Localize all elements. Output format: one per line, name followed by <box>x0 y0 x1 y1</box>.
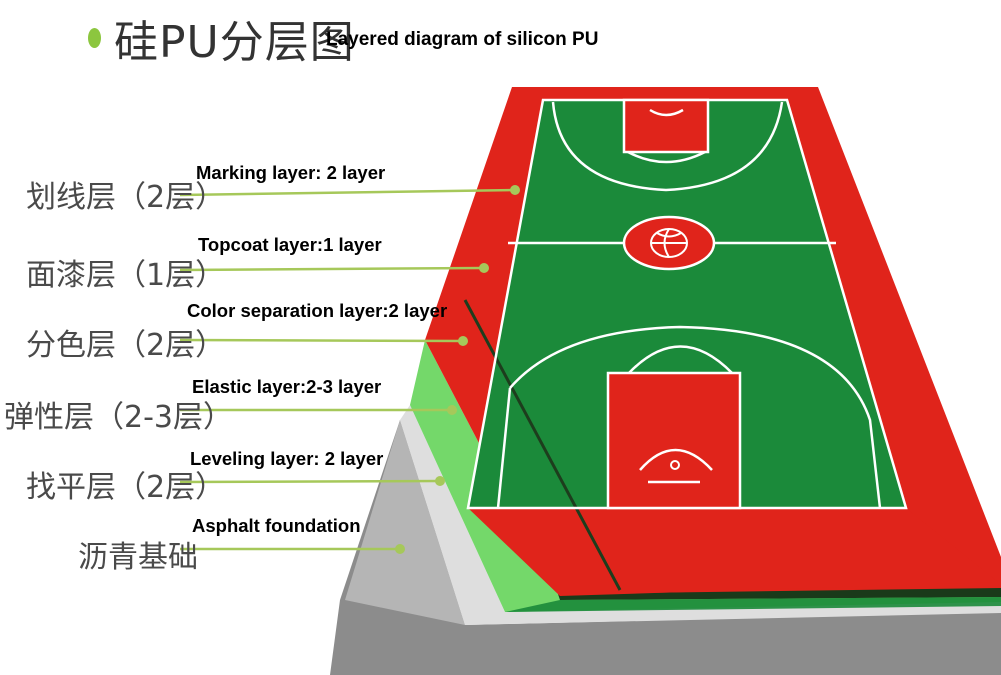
leader-topcoat <box>179 266 485 272</box>
label-en-asphalt: Asphalt foundation <box>192 515 361 536</box>
asphalt-top <box>345 420 465 625</box>
leader-asphalt-dot <box>395 544 405 554</box>
label-en-elastic: Elastic layer:2-3 layer <box>192 376 382 397</box>
title-bullet <box>88 28 101 48</box>
label-cn-color-separation: 分色层（2层） <box>26 328 226 363</box>
leader-leveling <box>179 479 441 484</box>
leader-elastic-dot <box>447 405 457 415</box>
label-cn-elastic: 弹性层（2-3层） <box>4 400 233 435</box>
label-cn-topcoat: 面漆层（1层） <box>26 258 226 293</box>
label-en-marking: Marking layer: 2 layer <box>196 162 386 183</box>
basketball-icon <box>650 228 688 258</box>
label-en-leveling: Leveling layer: 2 layer <box>190 448 384 469</box>
court-green-area <box>468 100 906 508</box>
leader-leveling-dot <box>435 476 445 486</box>
title-en: Layered diagram of silicon PU <box>326 29 599 50</box>
leader-lines <box>179 185 520 554</box>
court-edge-dark <box>558 588 1001 600</box>
label-en-color-separation: Color separation layer:2 layer <box>187 300 448 321</box>
label-cn-leveling: 找平层（2层） <box>26 470 226 505</box>
court-edge-green <box>505 597 1001 612</box>
court-lines <box>466 98 908 510</box>
leader-marking <box>179 188 516 197</box>
leader-marking-dot <box>510 185 520 195</box>
leader-color-separation <box>179 338 464 343</box>
label-en-topcoat: Topcoat layer:1 layer <box>198 234 382 255</box>
court-bottom-red <box>468 508 998 596</box>
leader-color-separation-dot <box>458 336 468 346</box>
label-cn-asphalt: 沥青基础 <box>78 540 198 575</box>
court-diagonal-line <box>463 299 622 591</box>
leader-topcoat-dot <box>479 263 489 273</box>
label-cn-marking: 划线层（2层） <box>26 180 226 215</box>
title-cn: 硅PU分层图 <box>114 17 355 68</box>
